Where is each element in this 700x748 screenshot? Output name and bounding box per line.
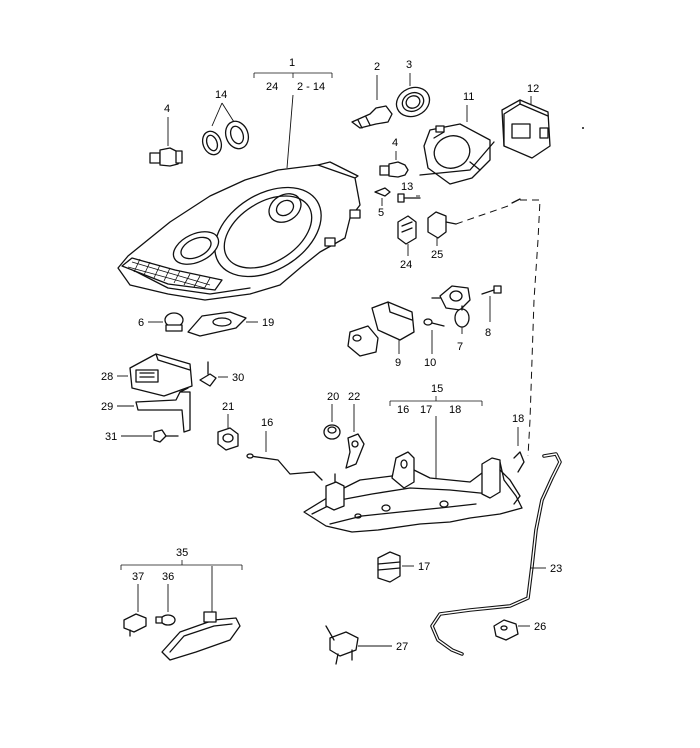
callout-24-bottom: 24 [400, 259, 412, 271]
callout-5: 5 [378, 207, 384, 219]
callout-9: 9 [395, 357, 401, 369]
connector-24 [397, 215, 417, 245]
bolt-31 [153, 429, 179, 443]
callout-35: 35 [176, 547, 188, 559]
callout-29: 29 [101, 401, 113, 413]
callout-3: 3 [406, 59, 412, 71]
callout-24-top: 24 [266, 81, 278, 93]
screw-8 [481, 285, 502, 295]
callout-22: 22 [348, 391, 360, 403]
hose-23 [430, 452, 562, 656]
carrier-plate-15 [303, 451, 523, 533]
indicator-bulb-6 [164, 312, 184, 332]
callout-14: 14 [215, 89, 227, 101]
callout-4-left: 4 [164, 103, 170, 115]
side-lens-19 [187, 311, 247, 337]
callout-6: 6 [138, 317, 144, 329]
callout-13: 13 [401, 181, 413, 193]
callout-11: 11 [463, 91, 474, 103]
mounting-bracket-29 [135, 387, 191, 433]
callout-30: 30 [232, 372, 244, 384]
callout-15: 15 [431, 383, 443, 395]
clip-18 [513, 451, 525, 473]
callout-20: 20 [327, 391, 339, 403]
callout-28: 28 [101, 371, 113, 383]
callout-8: 8 [485, 327, 491, 339]
grommet-20 [323, 424, 341, 440]
grommet-21 [217, 427, 239, 451]
ballast-control-unit [419, 99, 551, 176]
clip-22 [345, 433, 365, 469]
screw-30 [199, 361, 217, 387]
callout-21: 21 [222, 401, 234, 413]
seal-rings [201, 120, 250, 156]
headlight-housing [117, 161, 361, 301]
callout-16-right: 16 [397, 404, 409, 416]
callout-10: 10 [424, 357, 436, 369]
hose-clamp-26 [493, 619, 519, 641]
halogen-bulb-right [379, 161, 409, 178]
callout-18-right: 18 [512, 413, 524, 425]
level-motor-9 [347, 301, 415, 357]
callout-27: 27 [396, 641, 408, 653]
group-bracket-15 [389, 396, 483, 480]
callout-31: 31 [105, 431, 117, 443]
callout-2: 2 [374, 61, 380, 73]
screw-10 [423, 318, 445, 327]
halogen-bulb-left [149, 147, 183, 167]
bulb-socket-37 [123, 613, 147, 637]
callout-26: 26 [534, 621, 546, 633]
callout-37: 37 [132, 571, 144, 583]
connector-25 [427, 211, 457, 239]
adjuster-7 [431, 285, 471, 328]
rubber-buffer-17 [377, 551, 401, 583]
bulb-36 [155, 614, 176, 626]
callout-17-bottom: 17 [418, 561, 430, 573]
callout-36: 36 [162, 571, 174, 583]
callout-25: 25 [431, 249, 443, 261]
callout-1: 1 [289, 57, 295, 69]
group-bracket-35 [120, 560, 243, 570]
bracket-27 [325, 625, 359, 665]
ignitor-bracket [423, 123, 491, 185]
group-bracket-1 [253, 72, 333, 169]
callout-4-right: 4 [392, 137, 398, 149]
callout-16-left: 16 [261, 417, 273, 429]
callout-23: 23 [550, 563, 562, 575]
callout-12: 12 [527, 83, 539, 95]
bulb-retaining-ring [395, 86, 431, 118]
callout-7: 7 [457, 341, 463, 353]
adjusting-rod-16 [246, 453, 323, 481]
callout-2-14: 2 - 14 [297, 81, 325, 93]
callout-17-top: 17 [420, 404, 432, 416]
xenon-bulb [351, 105, 393, 129]
callout-19: 19 [262, 317, 274, 329]
side-marker-lamp-35 [161, 611, 241, 661]
callout-18-top: 18 [449, 404, 461, 416]
parking-bulb-5 [374, 187, 391, 197]
control-module-28 [129, 353, 193, 397]
screw-13 [397, 193, 421, 203]
